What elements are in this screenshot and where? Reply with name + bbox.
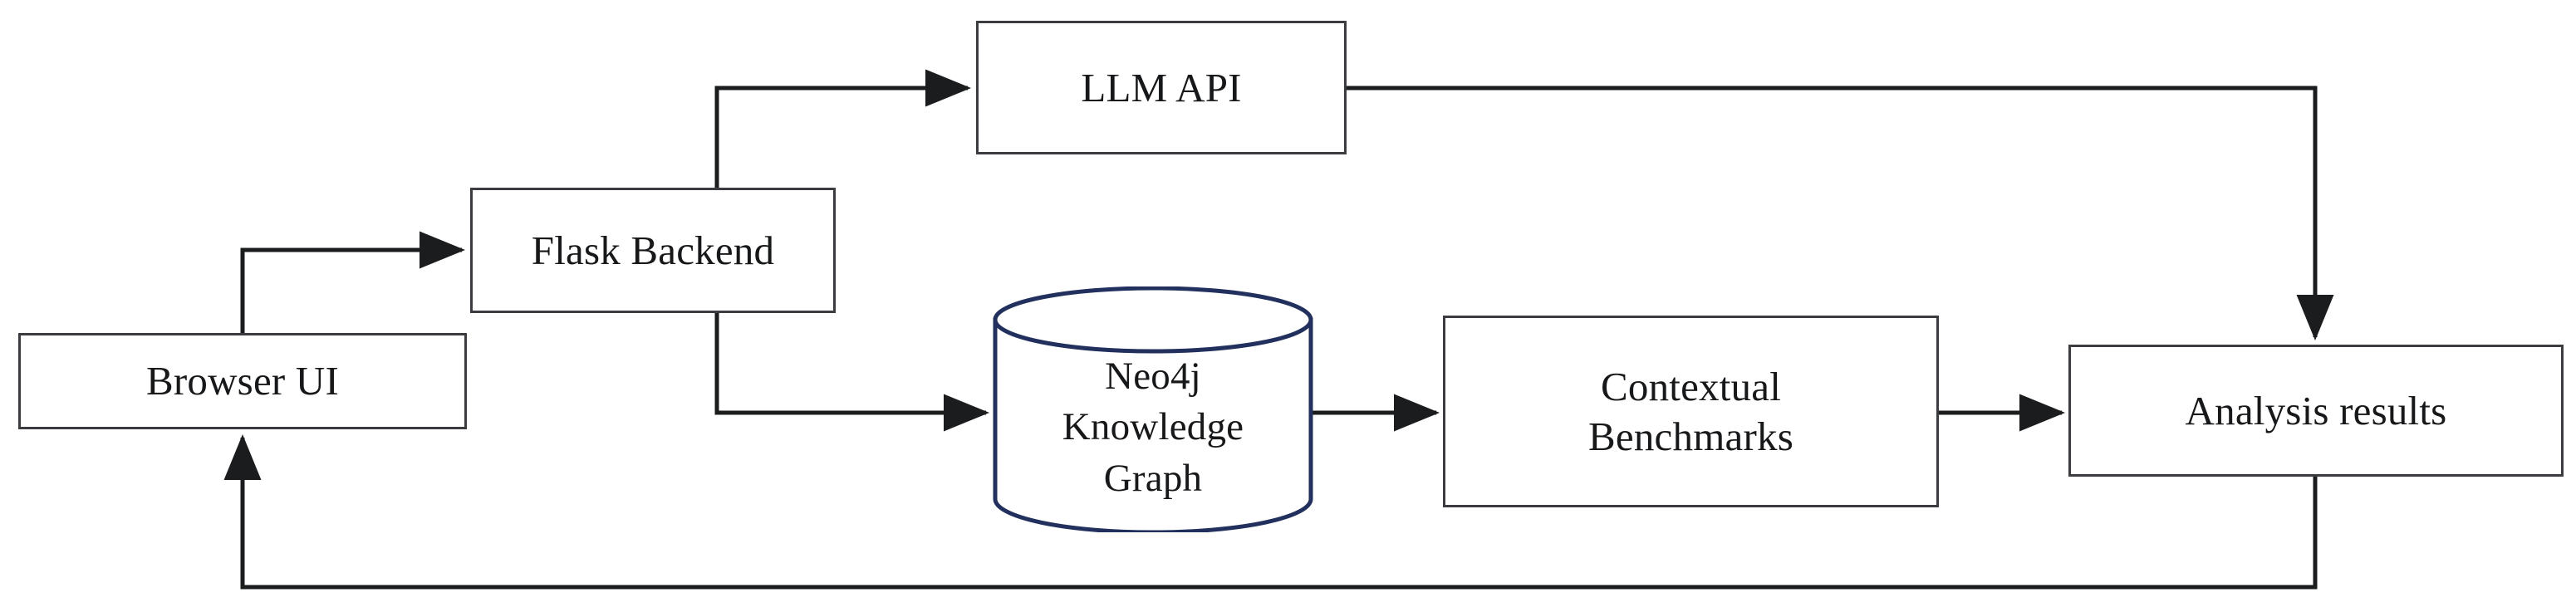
connector-llm-api-to-analysis	[1347, 86, 2334, 341]
node-browser-ui-label: Browser UI	[146, 358, 339, 404]
connector-browser-ui-to-flask	[240, 231, 466, 333]
connector-flask-to-neo4j	[714, 313, 990, 432]
node-neo4j-knowledge-graph[interactable]: Neo4j Knowledge Graph	[993, 286, 1313, 532]
node-contextual-benchmarks-label: Contextual Benchmarks	[1588, 363, 1793, 459]
node-analysis-results[interactable]: Analysis results	[2068, 345, 2564, 477]
node-analysis-results-label: Analysis results	[2185, 387, 2447, 433]
node-contextual-benchmarks[interactable]: Contextual Benchmarks	[1443, 316, 1939, 507]
node-llm-api-label: LLM API	[1081, 64, 1242, 110]
node-flask-backend-label: Flask Backend	[531, 227, 775, 273]
connector-flask-to-llm-api	[714, 69, 972, 188]
node-neo4j-knowledge-graph-label: Neo4j Knowledge Graph	[1062, 355, 1244, 500]
node-browser-ui[interactable]: Browser UI	[18, 333, 467, 429]
node-flask-backend[interactable]: Flask Backend	[470, 188, 836, 313]
node-llm-api[interactable]: LLM API	[976, 21, 1347, 154]
